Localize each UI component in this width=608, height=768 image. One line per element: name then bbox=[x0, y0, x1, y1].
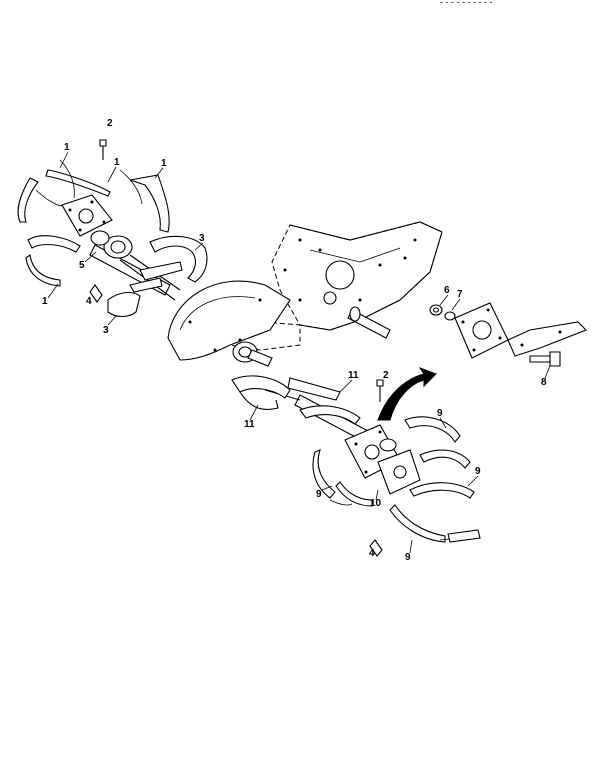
callout-4-right: 4 bbox=[369, 548, 375, 559]
callout-1-d: 1 bbox=[42, 296, 48, 307]
callout-9-right: 9 bbox=[475, 466, 481, 477]
right-tine-assembly bbox=[231, 366, 481, 557]
callout-3-bottom: 3 bbox=[103, 325, 109, 336]
callout-9-left: 9 bbox=[316, 489, 322, 500]
housing-hub bbox=[232, 341, 273, 367]
callout-6: 6 bbox=[444, 285, 450, 296]
callout-1-a: 1 bbox=[64, 142, 70, 153]
leader-lines bbox=[47, 151, 551, 554]
left-tine-assembly bbox=[17, 139, 208, 318]
callout-2-left: 2 bbox=[107, 118, 113, 129]
header-remnant: - - - - - - - - - - bbox=[440, 0, 492, 7]
callout-9-bottom: 9 bbox=[405, 552, 411, 563]
callout-7: 7 bbox=[457, 289, 463, 300]
callout-11-left: 11 bbox=[244, 419, 255, 430]
tine-shield bbox=[167, 280, 291, 361]
callout-8: 8 bbox=[541, 377, 547, 388]
callout-1-c: 1 bbox=[161, 158, 167, 169]
callout-5: 5 bbox=[79, 260, 85, 271]
callout-11-right: 11 bbox=[348, 370, 359, 381]
callout-4-left: 4 bbox=[86, 296, 92, 307]
callout-9-top: 9 bbox=[437, 408, 443, 419]
transmission-housing bbox=[229, 221, 443, 351]
right-side-plate-assembly bbox=[429, 302, 587, 367]
callout-3-top: 3 bbox=[199, 233, 205, 244]
callout-2-right: 2 bbox=[383, 370, 389, 381]
callout-10: 10 bbox=[370, 498, 382, 509]
callout-labels: 1 1 1 1 2 3 3 5 4 6 7 8 11 11 2 9 9 9 9 … bbox=[42, 118, 547, 563]
callout-1-b: 1 bbox=[114, 157, 120, 168]
